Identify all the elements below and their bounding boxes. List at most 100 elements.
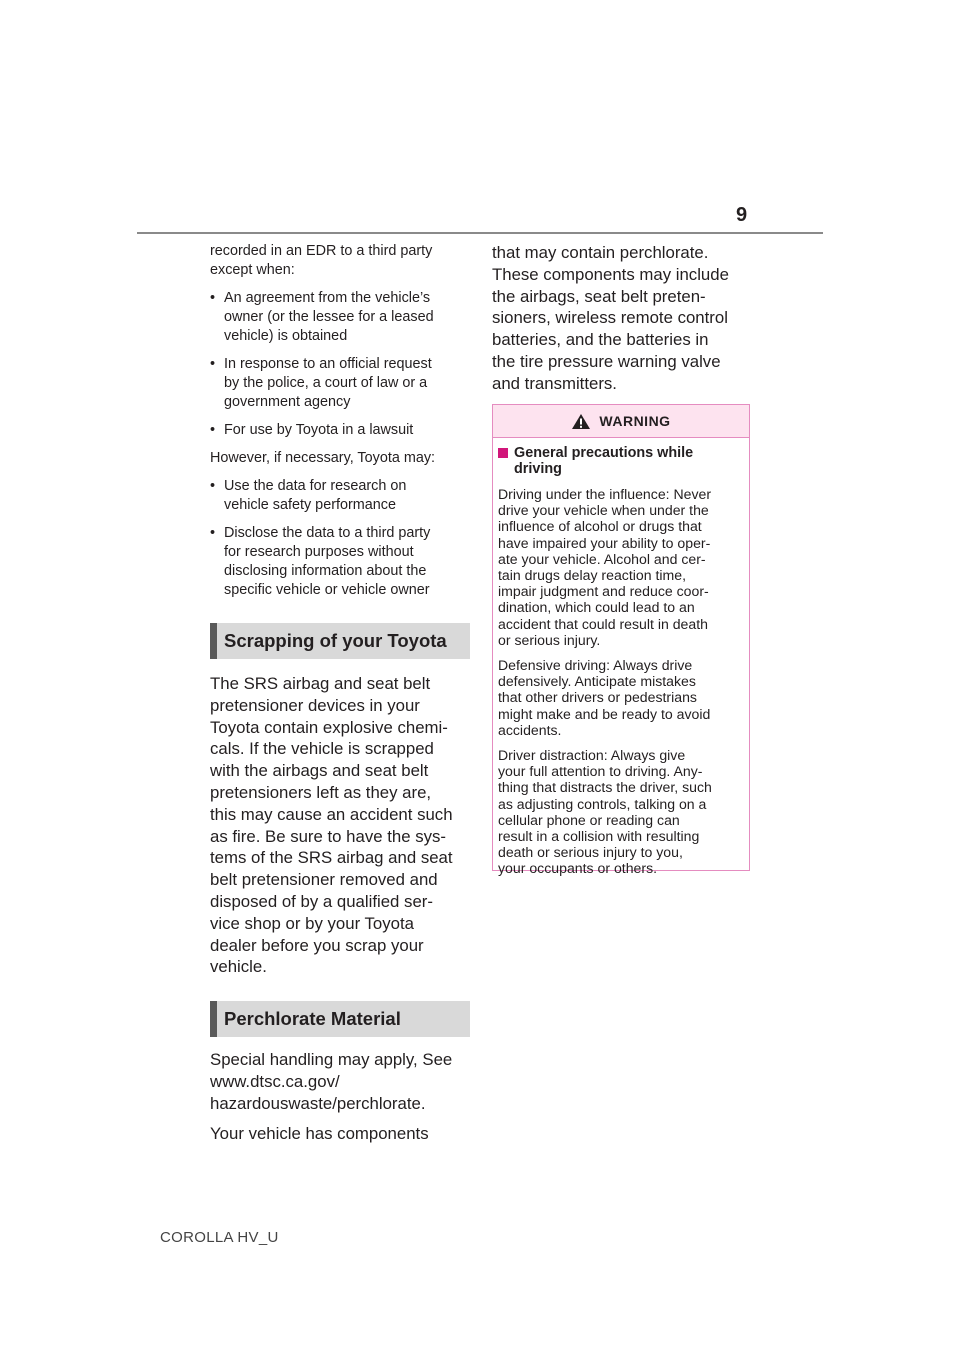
list-item: • Use the data for research on vehicle s… (210, 477, 470, 515)
text-line: These components may include (492, 264, 729, 284)
text-line: Defensive driving: Always drive (498, 657, 693, 674)
text-line: www.dtsc.ca.gov/ (210, 1071, 340, 1091)
text-line: drive your vehicle when under the (498, 502, 709, 519)
text-line: accident that could result in death (498, 615, 708, 632)
bullet-icon: • (210, 478, 216, 494)
warning-header: WARNING (493, 405, 749, 438)
bullet-icon: • (210, 290, 216, 306)
text-line: the airbags, seat belt preten- (492, 286, 706, 306)
scrapping-paragraph: The SRS airbag and seat belt pretensione… (210, 673, 470, 978)
section-heading-scrapping: Scrapping of your Toyota (210, 623, 470, 659)
text-line: for research purposes without (224, 544, 414, 560)
text-line: this may cause an accident such (210, 804, 453, 824)
bullet-icon: • (210, 422, 216, 438)
text-line: vehicle) is obtained (224, 328, 348, 344)
text-line: The SRS airbag and seat belt (210, 674, 431, 693)
text-line: disclosing information about the (224, 563, 427, 579)
footer-model-code: COROLLA HV_U (160, 1229, 279, 1246)
text-line: tain drugs delay reaction time, (498, 567, 687, 584)
bullet-icon: • (210, 525, 216, 541)
warning-box: WARNING General precautions while drivin… (492, 404, 750, 876)
text-line: or serious injury. (498, 631, 601, 648)
text-line: An agreement from the vehicle’s (224, 290, 431, 306)
text-line: vehicle safety performance (224, 497, 396, 513)
text-line: recorded in an EDR to a third party (210, 243, 433, 259)
text-line: that other drivers or pedestrians (498, 689, 697, 706)
text-line: your occupants or others. (498, 860, 658, 877)
text-line: Special handling may apply, See (210, 1050, 453, 1070)
text-line: For use by Toyota in a lawsuit (224, 422, 414, 438)
text-line: driving (514, 461, 562, 477)
section-heading-perchlorate: Perchlorate Material (210, 1001, 470, 1038)
text-line: specific vehicle or vehicle owner (224, 582, 430, 598)
text-line: influence of alcohol or drugs that (498, 518, 702, 535)
list-item: • Disclose the data to a third party for… (210, 524, 470, 600)
bullet-icon: • (210, 356, 216, 372)
text-line: disposed of by a qualified ser- (210, 891, 433, 911)
right-column: that may contain perchlorate. These comp… (492, 242, 752, 395)
text-line: except when: (210, 262, 295, 278)
left-column: recorded in an EDR to a third party exce… (210, 242, 470, 1144)
text-line: and transmitters. (492, 373, 617, 393)
text-line: thing that distracts the driver, such (498, 779, 712, 796)
text-line: batteries, and the batteries in (492, 330, 709, 350)
text-line: tems of the SRS airbag and seat (210, 848, 453, 868)
text-line: Toyota contain explosive chemi- (210, 717, 448, 737)
header-rule (137, 232, 823, 234)
text-line: accidents. (498, 721, 562, 738)
text-line: dination, which could lead to an (498, 599, 695, 616)
text-line: owner (or the lessee for a leased (224, 309, 434, 325)
text-line: Your vehicle has components (210, 1123, 429, 1143)
perchlorate-paragraph-1: Special handling may apply, See www.dtsc… (210, 1049, 470, 1114)
perchlorate-continuation: that may contain perchlorate. These comp… (492, 242, 752, 395)
text-line: cellular phone or reading can (498, 811, 680, 828)
text-line: impair judgment and reduce coor- (498, 583, 709, 600)
text-line: hazardouswaste/perchlorate. (210, 1093, 426, 1113)
warning-triangle-icon (572, 413, 591, 429)
text-line: death or serious injury to you, (498, 844, 683, 861)
perchlorate-paragraph-2: Your vehicle has components (210, 1123, 470, 1145)
text-line: defensively. Anticipate mistakes (498, 673, 696, 690)
warning-body: General precautions while driving Drivin… (493, 438, 749, 877)
text-line: the tire pressure warning valve (492, 351, 721, 371)
warning-subheading: General precautions while driving (498, 445, 744, 477)
text-line: cals. If the vehicle is scrapped (210, 739, 434, 759)
text-line: vice shop or by your Toyota (210, 913, 414, 933)
page-number: 9 (736, 204, 748, 226)
warning-paragraph-influence: Driving under the influence: Never drive… (498, 486, 744, 648)
text-line: sioners, wireless remote control (492, 308, 728, 328)
text-line: Driving under the influence: Never (498, 486, 712, 502)
text-line: pretensioner devices in your (210, 695, 420, 715)
toyota-may-list: • Use the data for research on vehicle s… (210, 477, 470, 600)
list-item: • An agreement from the vehicle’s owner … (210, 289, 470, 346)
exceptions-list: • An agreement from the vehicle’s owner … (210, 289, 470, 440)
text-line: dealer before you scrap your (210, 935, 424, 955)
square-bullet-icon (498, 448, 508, 458)
text-line: Use the data for research on (224, 478, 407, 494)
intro-paragraph: recorded in an EDR to a third party exce… (210, 242, 470, 280)
text-line: government agency (224, 394, 351, 410)
text-line: that may contain perchlorate. (492, 243, 709, 262)
text-line: might make and be ready to avoid (498, 705, 711, 722)
text-line: with the airbags and seat belt (210, 761, 429, 781)
however-paragraph: However, if necessary, Toyota may: (210, 450, 436, 466)
warning-title: WARNING (599, 413, 671, 429)
list-item: • In response to an official request by … (210, 355, 470, 412)
text-line: Disclose the data to a third party (224, 525, 431, 541)
list-item: • For use by Toyota in a lawsuit (210, 421, 470, 440)
text-line: pretensioners left as they are, (210, 782, 432, 802)
text-line: as fire. Be sure to have the sys- (210, 826, 446, 846)
warning-paragraph-distraction: Driver distraction: Always give your ful… (498, 747, 744, 877)
warning-paragraph-defensive: Defensive driving: Always drive defensiv… (498, 657, 744, 738)
text-line: In response to an official request (224, 356, 432, 372)
text-line: your full attention to driving. Any- (498, 763, 703, 780)
text-line: by the police, a court of law or a (224, 375, 428, 391)
text-line: as adjusting controls, talking on a (498, 795, 707, 812)
text-line: belt pretensioner removed and (210, 870, 438, 890)
text-line: Driver distraction: Always give (498, 747, 686, 764)
text-line: have impaired your ability to oper- (498, 534, 711, 551)
text-line: vehicle. (210, 957, 267, 977)
text-line: General precautions while (514, 445, 694, 461)
text-line: ate your vehicle. Alcohol and cer- (498, 550, 706, 567)
text-line: result in a collision with resulting (498, 828, 700, 845)
